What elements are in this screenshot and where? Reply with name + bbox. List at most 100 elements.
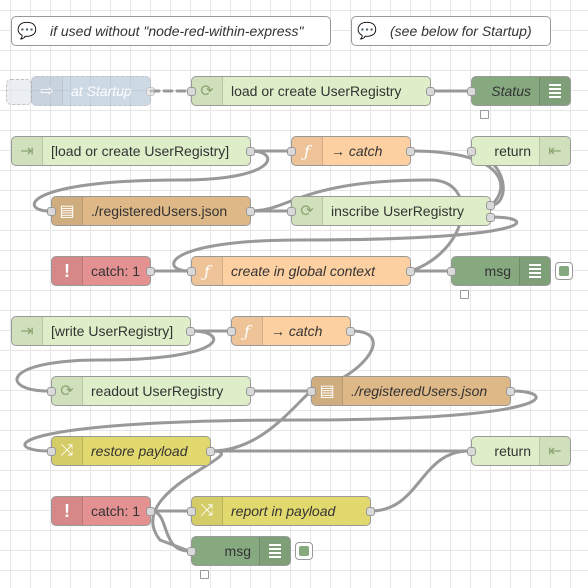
list-icon [259,537,290,565]
node-label: msg [484,263,511,279]
node-label: → catch [271,323,323,339]
node-readout-registry[interactable]: ⟳ readout UserRegistry [47,376,255,406]
node-read-file[interactable]: ▤ ./registeredUsers.json [47,196,255,226]
node-at-startup[interactable]: ⇨ at Startup [31,76,155,106]
link-in-icon: ⇥ [12,137,43,165]
node-label: report in payload [231,503,336,519]
output-port[interactable] [246,207,255,216]
output-port[interactable] [246,147,255,156]
node-label: ./registeredUsers.json [351,383,488,399]
output-port[interactable] [406,267,415,276]
input-port[interactable] [447,267,456,276]
file-icon: ▤ [52,197,83,225]
node-label: [write UserRegistry] [51,323,174,339]
node-msg-debug-2[interactable]: msg [187,536,291,566]
node-label: catch: 1 [91,503,141,519]
node-restore-payload[interactable]: ⤨ restore payload [47,436,215,466]
function-icon: ƒ [292,137,323,165]
output-port[interactable] [146,87,155,96]
node-catch-1[interactable]: ! catch: 1 [51,256,155,286]
node-label: catch: 1 [91,263,141,279]
status-indicator [200,570,209,579]
refresh-icon: ⟳ [192,77,223,105]
status-indicator [460,290,469,299]
refresh-icon: ⟳ [292,197,323,225]
refresh-icon: ⟳ [52,377,83,405]
shuffle-icon: ⤨ [52,437,83,465]
input-port[interactable] [287,207,296,216]
input-port[interactable] [187,87,196,96]
inject-button[interactable] [6,79,32,105]
input-port[interactable] [227,327,236,336]
function-icon: ƒ [232,317,263,345]
function-icon: ƒ [192,257,223,285]
node-label: create in global context [231,263,375,279]
output-port[interactable] [246,387,255,396]
output-port-2[interactable] [486,213,495,222]
node-function-catch-2[interactable]: ƒ → catch [227,316,355,346]
input-port[interactable] [287,147,296,156]
link-in-icon: ⇥ [12,317,43,345]
arrow-right-icon: ⇨ [32,77,63,105]
node-write-file[interactable]: ▤ ./registeredUsers.json [307,376,515,406]
input-port[interactable] [47,387,56,396]
output-port[interactable] [366,507,375,516]
node-label: ./registeredUsers.json [91,203,228,219]
node-label: return [494,143,531,159]
output-port[interactable] [206,447,215,456]
shuffle-icon: ⤨ [192,497,223,525]
node-label: → catch [331,143,383,159]
node-label: Status [491,83,531,99]
node-catch-2[interactable]: ! catch: 1 [51,496,155,526]
alert-icon: ! [52,257,83,285]
input-port[interactable] [47,207,56,216]
comment-without-express[interactable]: 💬 if used without "node-red-within-expre… [11,16,331,46]
output-port[interactable] [186,327,195,336]
input-port[interactable] [187,267,196,276]
node-inscribe-registry[interactable]: ⟳ inscribe UserRegistry [287,196,495,226]
alert-icon: ! [52,497,83,525]
node-report-payload[interactable]: ⤨ report in payload [187,496,375,526]
output-port-1[interactable] [486,201,495,210]
node-label: inscribe UserRegistry [331,203,465,219]
output-port[interactable] [346,327,355,336]
output-port[interactable] [426,87,435,96]
output-port[interactable] [406,147,415,156]
input-port[interactable] [187,507,196,516]
list-icon [539,77,570,105]
comment-icon: 💬 [17,23,37,40]
input-port[interactable] [307,387,316,396]
node-function-catch-1[interactable]: ƒ → catch [287,136,415,166]
node-label: msg [224,543,251,559]
node-return-1[interactable]: return ⇤ [467,136,571,166]
input-port[interactable] [467,147,476,156]
input-port[interactable] [187,547,196,556]
node-link-load[interactable]: ⇥ [load or create UserRegistry] [11,136,255,166]
node-load-create-registry[interactable]: ⟳ load or create UserRegistry [187,76,435,106]
node-status-debug[interactable]: Status [467,76,571,106]
comment-see-below[interactable]: 💬 (see below for Startup) [351,16,551,46]
node-label: restore payload [91,443,188,459]
node-label: return [494,443,531,459]
list-icon [519,257,550,285]
link-out-icon: ⇤ [539,437,570,465]
output-port[interactable] [146,267,155,276]
input-port[interactable] [467,447,476,456]
node-create-global[interactable]: ƒ create in global context [187,256,415,286]
comment-icon: 💬 [357,23,377,40]
node-label: load or create UserRegistry [231,83,402,99]
debug-toggle-button[interactable] [295,542,313,560]
debug-toggle-button[interactable] [555,262,573,280]
node-return-2[interactable]: return ⇤ [467,436,571,466]
input-port[interactable] [467,87,476,96]
node-label: [load or create UserRegistry] [51,143,230,159]
node-label: at Startup [71,83,132,99]
output-port[interactable] [506,387,515,396]
node-link-write[interactable]: ⇥ [write UserRegistry] [11,316,195,346]
output-port[interactable] [146,507,155,516]
node-msg-debug-1[interactable]: msg [447,256,551,286]
comment-label: (see below for Startup) [390,23,532,39]
input-port[interactable] [47,447,56,456]
comment-label: if used without "node-red-within-express… [50,23,304,39]
